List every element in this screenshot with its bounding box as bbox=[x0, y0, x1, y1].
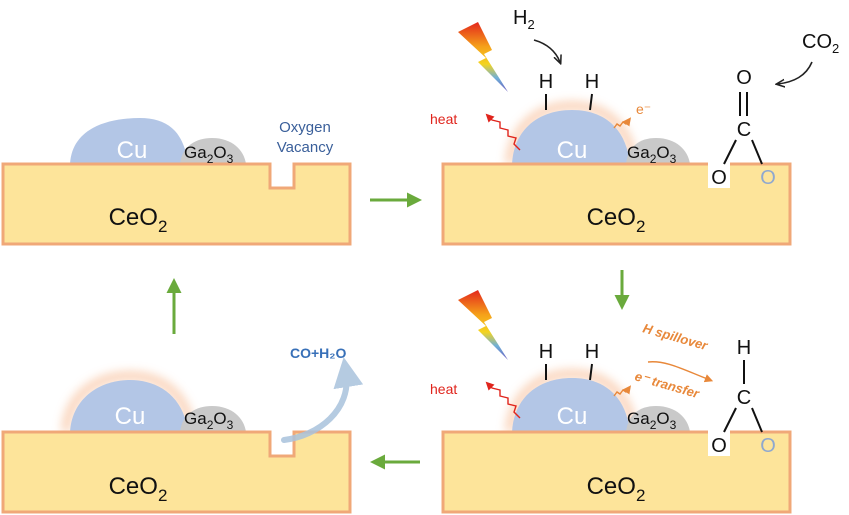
cu-label: Cu bbox=[115, 403, 146, 430]
h2-label: H2 bbox=[513, 7, 535, 32]
electron-arrow bbox=[613, 385, 632, 397]
co2-arrow bbox=[778, 61, 813, 84]
panel-top-left: Cu Ga2O3 CeO2 Oxygen Vacancy bbox=[1, 118, 352, 246]
lightning-icon bbox=[458, 22, 508, 92]
atom-o-right: O bbox=[760, 435, 776, 457]
co2-label: CO2 bbox=[802, 31, 839, 56]
ceo2-label: CeO2 bbox=[587, 473, 646, 505]
ga2o3-label: Ga2O3 bbox=[184, 143, 234, 166]
c-o-bond-left bbox=[723, 407, 737, 433]
cu-label: Cu bbox=[557, 137, 588, 164]
cu-particle bbox=[70, 380, 188, 432]
ceo2-label: CeO2 bbox=[109, 473, 168, 505]
h-bond-2 bbox=[589, 93, 593, 111]
h-atom-2: H bbox=[585, 341, 599, 363]
ceo2-support bbox=[1, 162, 352, 246]
ga2o3-particle bbox=[180, 406, 246, 432]
product-release-arrow bbox=[281, 357, 364, 443]
heat-label: heat bbox=[430, 111, 457, 127]
oxygen-in-vacancy bbox=[708, 428, 730, 456]
cu-label: Cu bbox=[117, 137, 148, 164]
h-atom-1: H bbox=[539, 71, 553, 93]
atom-h: H bbox=[737, 337, 751, 359]
ga2o3-label: Ga2O3 bbox=[627, 409, 677, 432]
ceo2-support bbox=[1, 430, 352, 514]
h-spillover-label: H spillover bbox=[641, 320, 710, 353]
panel-top-right: Cu Ga2O3 CeO2 H2 H H heat e⁻ CO2 O C O O bbox=[430, 7, 839, 246]
heat-arrow bbox=[485, 113, 521, 151]
heat-arrow bbox=[485, 381, 521, 419]
ceo2-label: CeO2 bbox=[587, 204, 646, 236]
heat-label: heat bbox=[430, 381, 457, 397]
electron-arrow bbox=[613, 117, 632, 129]
product-label: CO+H₂O bbox=[290, 345, 347, 361]
ga2o3-label: Ga2O3 bbox=[184, 409, 234, 432]
vacancy-label-line1: Oxygen bbox=[279, 119, 331, 136]
ga2o3-particle bbox=[180, 138, 246, 164]
c-o-bond-left bbox=[723, 139, 737, 165]
cu-label: Cu bbox=[557, 403, 588, 430]
panel-bottom-left: Cu Ga2O3 CeO2 CO+H₂O bbox=[1, 345, 364, 514]
atom-o-left: O bbox=[711, 435, 727, 457]
cu-particle bbox=[512, 378, 630, 432]
h-bond-2 bbox=[589, 363, 593, 381]
atom-o-top: O bbox=[736, 67, 752, 89]
e-transfer-label: e⁻ transfer bbox=[633, 368, 702, 401]
atom-c: C bbox=[737, 387, 751, 409]
heat-glow bbox=[506, 369, 638, 433]
ceo2-label: CeO2 bbox=[109, 204, 168, 236]
ga2o3-particle bbox=[626, 138, 690, 164]
oxygen-in-vacancy bbox=[708, 160, 730, 188]
cu-particle bbox=[70, 118, 188, 164]
spillover-arrow bbox=[647, 361, 714, 383]
heat-glow bbox=[506, 101, 638, 165]
c-o-bond-right bbox=[751, 407, 763, 433]
ga2o3-particle bbox=[626, 406, 690, 432]
atom-o-right: O bbox=[760, 167, 776, 189]
atom-c: C bbox=[737, 119, 751, 141]
ceo2-support bbox=[441, 162, 792, 246]
h2-arrow bbox=[533, 39, 560, 62]
electron-label: e⁻ bbox=[636, 101, 651, 117]
ceo2-support bbox=[441, 430, 792, 514]
heat-glow bbox=[62, 371, 196, 433]
atom-o-left: O bbox=[711, 167, 727, 189]
h-atom-1: H bbox=[539, 341, 553, 363]
vacancy-label-line2: Vacancy bbox=[277, 139, 334, 156]
panel-bottom-right: Cu Ga2O3 CeO2 H H heat H spillover e⁻ tr… bbox=[430, 290, 792, 514]
h-atom-2: H bbox=[585, 71, 599, 93]
lightning-icon bbox=[458, 290, 508, 360]
c-o-bond-right bbox=[751, 139, 763, 165]
cu-particle bbox=[512, 110, 630, 164]
ga2o3-label: Ga2O3 bbox=[627, 143, 677, 166]
